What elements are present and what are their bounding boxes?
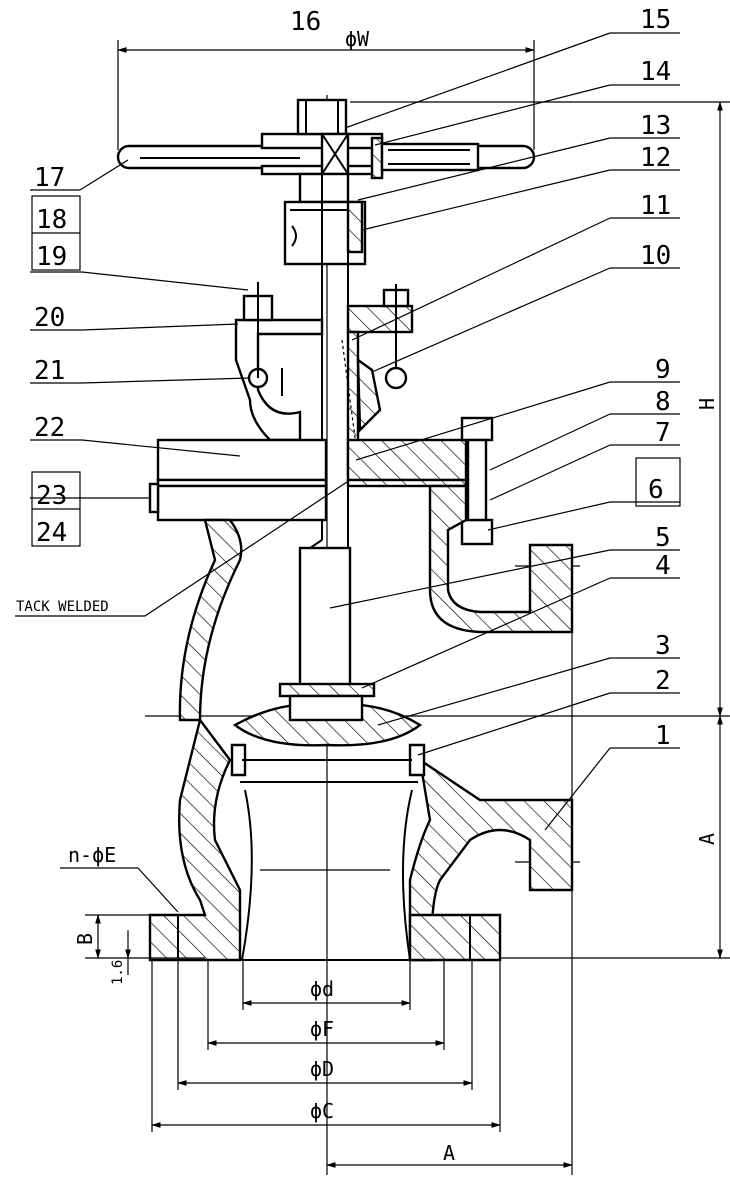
part-7: 7	[655, 418, 671, 448]
part-3: 3	[655, 631, 671, 661]
dim-ne: n-ϕE	[68, 843, 116, 867]
part-18: 18	[36, 205, 67, 235]
part-15: 15	[640, 5, 671, 35]
part-22: 22	[34, 413, 65, 443]
part-11: 11	[640, 191, 671, 221]
part-numbers: 15 16 14 13 12 11 10 9 8 7 6 5 4 3 2 1 1…	[16, 5, 671, 751]
part-19: 19	[36, 242, 67, 272]
part-12: 12	[640, 143, 671, 173]
dimension-labels: ϕW H A A B 1.6 n-ϕE ϕd ϕF ϕD ϕC	[68, 27, 719, 1165]
dim-face: 1.6	[110, 960, 126, 985]
dim-c: ϕC	[310, 1099, 334, 1123]
valve-body	[148, 484, 574, 962]
dim-a-horizontal: A	[443, 1141, 455, 1165]
dim-a-vertical: A	[695, 833, 719, 845]
part-21: 21	[34, 356, 65, 386]
dim-w: ϕW	[345, 27, 370, 51]
part-5: 5	[655, 523, 671, 553]
part-14: 14	[640, 57, 671, 87]
part-13: 13	[640, 111, 671, 141]
part-6: 6	[648, 475, 664, 505]
dim-d: ϕd	[310, 977, 334, 1001]
part-1: 1	[655, 721, 671, 751]
part-4: 4	[655, 551, 671, 581]
part-9: 9	[655, 355, 671, 385]
dimensions	[60, 40, 730, 1175]
dim-f: ϕF	[310, 1017, 334, 1041]
bonnet-flange	[148, 416, 494, 546]
dim-h: H	[695, 398, 719, 410]
dim-b: B	[73, 933, 97, 945]
yoke	[234, 282, 414, 476]
part-24: 24	[36, 518, 67, 548]
part-2: 2	[655, 666, 671, 696]
part-10: 10	[640, 241, 671, 271]
handwheel	[116, 98, 536, 180]
part-8: 8	[655, 387, 671, 417]
part-16: 16	[290, 7, 321, 37]
yoke-sleeve	[283, 172, 367, 266]
tack-welded-note: TACK WELDED	[16, 599, 109, 615]
part-23: 23	[36, 481, 67, 511]
part-17: 17	[34, 163, 65, 193]
part-20: 20	[34, 303, 65, 333]
leader-lines	[15, 32, 681, 831]
packing	[341, 339, 359, 461]
dim-big-d: ϕD	[310, 1057, 334, 1081]
